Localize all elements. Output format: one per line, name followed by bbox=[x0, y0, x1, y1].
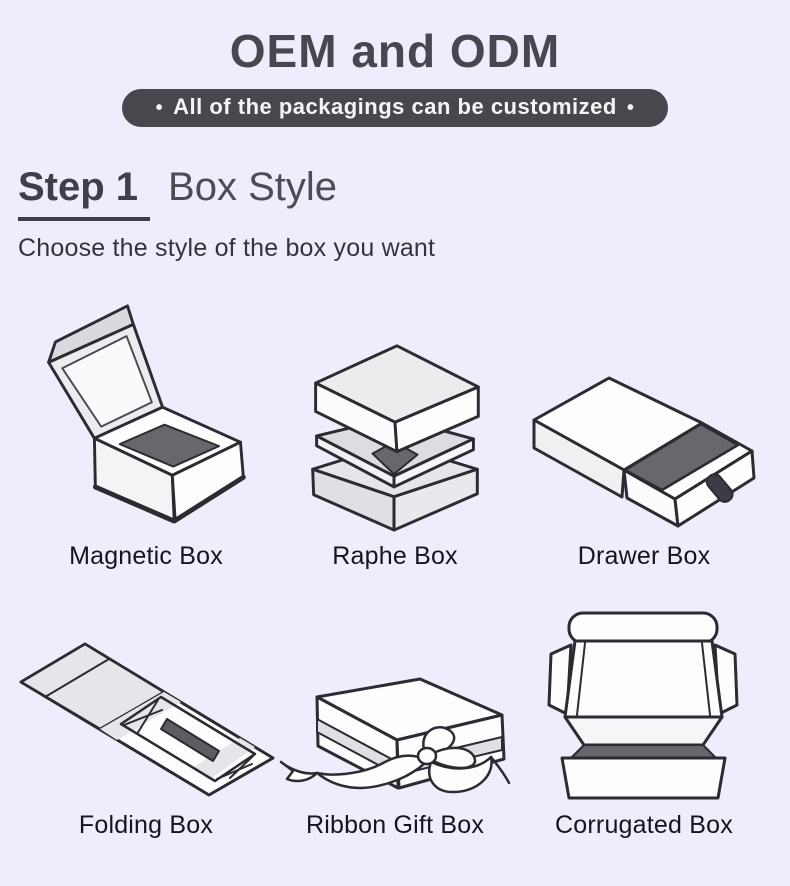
box-style-label: Raphe Box bbox=[332, 542, 458, 570]
box-style-label: Ribbon Gift Box bbox=[305, 811, 485, 839]
header: OEM and ODM • All of the packagings can b… bbox=[0, 0, 790, 127]
box-style-option-raphe: Raphe Box bbox=[292, 271, 498, 583]
badge-text: All of the packagings can be customized bbox=[173, 94, 617, 119]
drawer-box-option: Drawer Box bbox=[498, 271, 790, 583]
step-subtitle: Choose the style of the box you want bbox=[18, 234, 436, 262]
ribbon-gift-box-icon bbox=[279, 677, 511, 794]
corrugated-box-icon bbox=[547, 611, 739, 800]
bullet-icon: • bbox=[626, 97, 635, 119]
box-style-label: Magnetic Box bbox=[69, 542, 223, 570]
box-style-option-ribbon: Ribbon Gift Box bbox=[279, 583, 511, 862]
raphe-box-icon bbox=[311, 344, 480, 532]
customization-badge: • All of the packagings can be customized… bbox=[121, 89, 669, 127]
step-title: Box Style bbox=[168, 165, 338, 209]
box-style-option-folding: Folding Box bbox=[0, 583, 292, 862]
drawer-box-icon bbox=[532, 376, 756, 528]
step-section: Step 1 Box Style Choose the style of the … bbox=[18, 165, 790, 263]
folding-box-icon bbox=[19, 642, 275, 797]
box-style-label: Corrugated Box bbox=[555, 811, 733, 839]
step-heading: Step 1 Box Style bbox=[18, 165, 790, 221]
magnetic-box-icon bbox=[47, 304, 246, 524]
step-label: Step 1 bbox=[18, 165, 151, 221]
box-style-grid: Magnetic Box Raphe Box bbox=[0, 271, 790, 862]
box-style-option-magnetic: Magnetic Box bbox=[0, 271, 292, 583]
box-style-label: Drawer Box bbox=[577, 542, 711, 570]
bullet-icon: • bbox=[155, 97, 164, 119]
page-title: OEM and ODM bbox=[229, 25, 561, 77]
box-style-option-corrugated: Corrugated Box bbox=[498, 583, 790, 862]
box-style-label: Folding Box bbox=[78, 811, 214, 839]
